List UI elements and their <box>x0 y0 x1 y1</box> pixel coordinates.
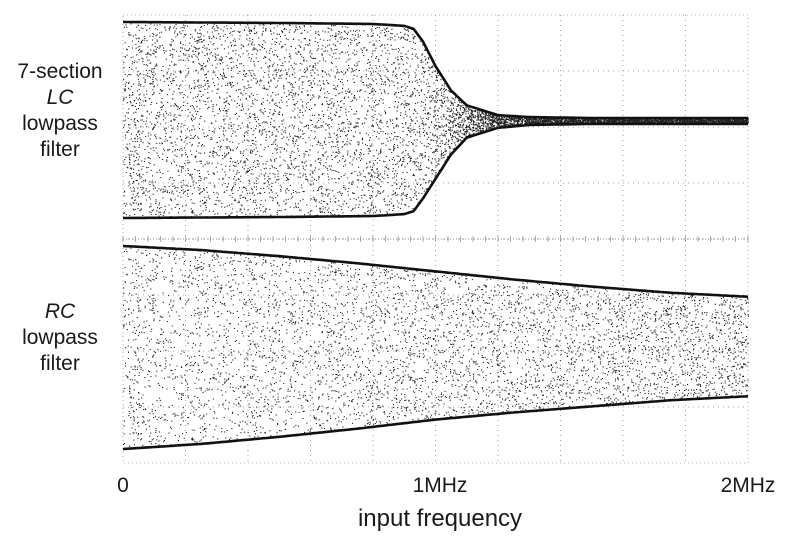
rc-filter-label: RC lowpass filter <box>0 299 120 377</box>
panel-label-line: lowpass <box>22 326 98 349</box>
signal-noise-fill <box>123 21 749 219</box>
x-tick-label: 2MHz <box>720 474 776 497</box>
panel-label-line: filter <box>40 352 80 375</box>
envelope-upper <box>123 20 748 120</box>
panel-label-line: 7-section <box>17 60 103 83</box>
x-tick-label: 1MHz <box>412 474 468 497</box>
panel-label-line: filter <box>40 138 80 161</box>
lc-filter-panel <box>123 20 749 220</box>
envelope-lower <box>123 122 748 220</box>
x-tick-label: 0 <box>117 474 129 497</box>
signal-noise-fill <box>123 247 749 447</box>
graticule <box>122 15 749 463</box>
panel-label-line: lowpass <box>22 112 98 135</box>
panel-label-line: LC <box>46 86 74 109</box>
envelope-upper <box>122 244 749 299</box>
rc-filter-panel <box>122 244 749 451</box>
panel-label-line: RC <box>44 300 76 323</box>
x-axis-label: input frequency <box>357 505 523 532</box>
envelope-lower <box>122 394 749 451</box>
